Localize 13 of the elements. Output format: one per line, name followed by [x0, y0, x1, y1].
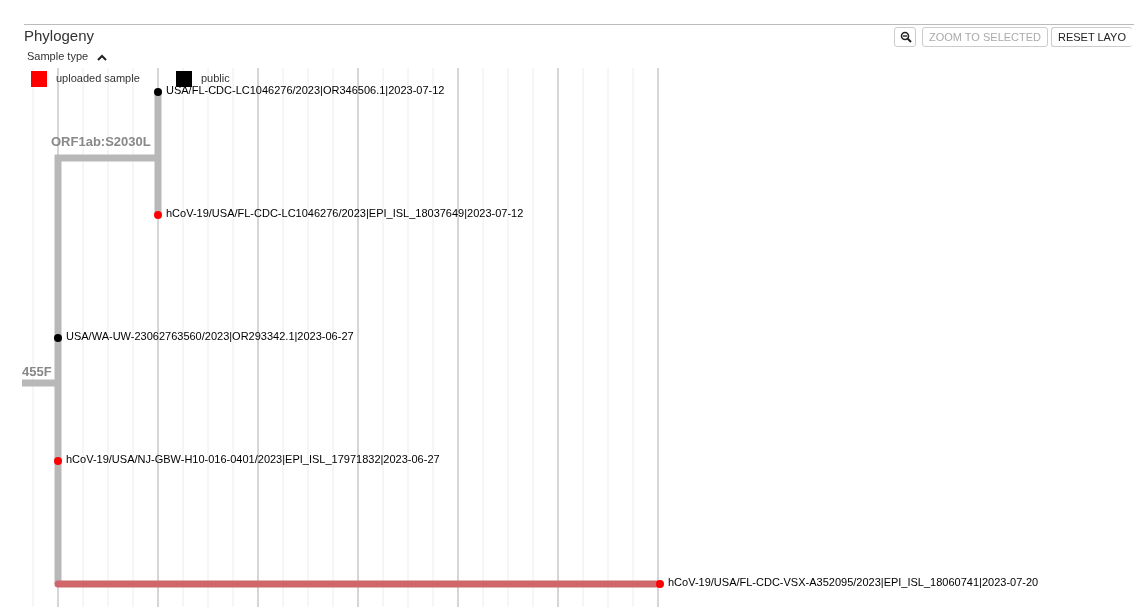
- sample-label: hCoV-19/USA/NJ-GBW-H10-016-0401/2023|EPI_ISL_17971832|2023-06-27: [66, 453, 440, 465]
- sample-label: USA/WA-UW-23062763560/2023|OR293342.1|2023-06-27: [66, 330, 354, 342]
- branch-label: 455F: [22, 364, 52, 379]
- sample-label: hCoV-19/USA/FL-CDC-VSX-A352095/2023|EPI_ISL_18060741|2023-07-20: [668, 576, 1039, 588]
- sample-label: hCoV-19/USA/FL-CDC-LC1046276/2023|EPI_ISL_18037649|2023-07-12: [166, 207, 524, 219]
- sample-type-toggle: Sample type: [27, 50, 89, 62]
- reset-layout-button: RESET LAYO: [1050, 27, 1132, 47]
- panel-title: Phylogeny: [24, 27, 95, 44]
- zoom-to-selected-button: ZOOM TO SELECTED: [922, 27, 1049, 47]
- legend-label: public: [201, 72, 230, 84]
- branch-label: ORF1ab:S2030L: [51, 134, 151, 149]
- legend-label: uploaded sample: [56, 72, 140, 84]
- sample-label: USA/FL-CDC-LC1046276/2023|OR346506.1|2023-07-12: [166, 84, 445, 96]
